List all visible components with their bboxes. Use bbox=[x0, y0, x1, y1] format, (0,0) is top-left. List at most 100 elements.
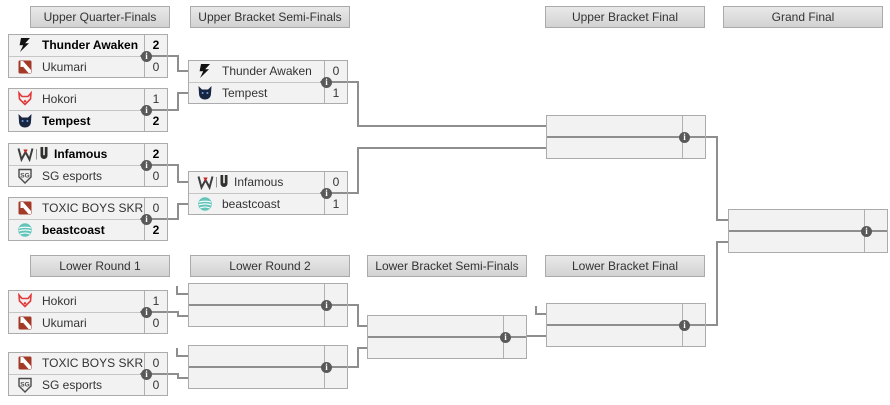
match-info-icon[interactable]: i bbox=[861, 226, 872, 237]
team-row[interactable]: Tempest 1 bbox=[189, 82, 347, 103]
infamous-logo: | bbox=[197, 174, 229, 191]
team-name[interactable]: beastcoast bbox=[222, 196, 281, 211]
team-name[interactable]: beastcoast bbox=[42, 222, 105, 237]
bracket-connector bbox=[168, 55, 179, 57]
match-info-icon[interactable]: i bbox=[321, 188, 332, 199]
team-name[interactable]: TOXIC BOYS SKR bbox=[42, 201, 144, 216]
team-name[interactable]: Thunder Awaken bbox=[222, 64, 312, 79]
team-row[interactable]: TOXIC BOYS SKR 0 bbox=[9, 353, 167, 375]
team-row[interactable]: Tempest 2 bbox=[9, 110, 167, 131]
loser-drop-stub bbox=[176, 355, 188, 357]
team-score: 1 bbox=[324, 82, 347, 103]
team-row bbox=[189, 305, 347, 326]
match-info-icon[interactable]: i bbox=[141, 369, 152, 380]
loser-drop-stub bbox=[535, 313, 546, 315]
team-name[interactable]: Ukumari bbox=[42, 315, 87, 330]
team-row[interactable]: Hokori 1 bbox=[9, 89, 167, 111]
bracket-connector bbox=[716, 136, 718, 221]
match-info-icon[interactable]: i bbox=[141, 51, 152, 62]
bracket-connector bbox=[357, 147, 546, 149]
team-name[interactable]: Thunder Awaken bbox=[42, 38, 139, 53]
round-header-grand-final: Grand Final bbox=[723, 6, 883, 28]
round-header-lower-round2: Lower Round 2 bbox=[190, 255, 350, 277]
team-score bbox=[682, 325, 705, 346]
team-name[interactable]: TOXIC BOYS SKR bbox=[42, 356, 144, 371]
team-score: 1 bbox=[324, 193, 347, 214]
team-row[interactable]: Thunder Awaken 2 bbox=[9, 35, 167, 57]
match-info-icon[interactable]: i bbox=[679, 320, 690, 331]
bracket-connector bbox=[357, 347, 359, 368]
team-name[interactable]: Tempest bbox=[222, 85, 268, 100]
team-score bbox=[324, 346, 347, 367]
match-lower-semifinal: i bbox=[367, 315, 527, 359]
team-score bbox=[864, 231, 887, 252]
match-divider bbox=[547, 324, 705, 326]
match-divider bbox=[140, 55, 167, 57]
bracket-connector bbox=[527, 335, 546, 337]
match-divider bbox=[140, 311, 167, 313]
team-name[interactable]: SG esports bbox=[42, 377, 103, 392]
team-score: 0 bbox=[144, 353, 167, 374]
team-row[interactable]: | Infamous 0 bbox=[189, 172, 347, 194]
match-lr1m2: TOXIC BOYS SKR 0 SG SG esports 0 i bbox=[8, 352, 168, 396]
logo-separator: | bbox=[35, 148, 38, 161]
match-info-icon[interactable]: i bbox=[321, 77, 332, 88]
team-name[interactable]: Infamous bbox=[234, 175, 284, 190]
bracket-connector bbox=[168, 218, 179, 220]
team-row[interactable]: Ukumari 0 bbox=[9, 56, 167, 77]
bracket-connector bbox=[357, 325, 367, 327]
match-info-icon[interactable]: i bbox=[141, 214, 152, 225]
match-info-icon[interactable]: i bbox=[141, 105, 152, 116]
team-row[interactable]: Ukumari 0 bbox=[9, 312, 167, 333]
bracket-connector bbox=[357, 347, 367, 349]
match-uqf4: TOXIC BOYS SKR 0 beastcoast 2 i bbox=[8, 197, 168, 241]
team-name[interactable]: Tempest bbox=[42, 113, 91, 128]
bracket-connector bbox=[716, 241, 728, 243]
match-ubsf1: Thunder Awaken 0 Tempest 1 i bbox=[188, 60, 348, 104]
team-score: 2 bbox=[144, 219, 167, 240]
match-info-icon[interactable]: i bbox=[321, 300, 332, 311]
match-divider bbox=[189, 304, 347, 306]
team-row[interactable]: Hokori 1 bbox=[9, 291, 167, 313]
team-row[interactable]: | Infamous 2 bbox=[9, 144, 167, 166]
team-name[interactable]: Hokori bbox=[42, 294, 77, 309]
team-row[interactable]: beastcoast 2 bbox=[9, 219, 167, 240]
team-score bbox=[324, 284, 347, 305]
svg-text:SG: SG bbox=[20, 172, 29, 179]
logo-separator: | bbox=[215, 176, 218, 189]
team-name[interactable]: Ukumari bbox=[42, 59, 87, 74]
team-row[interactable]: Thunder Awaken 0 bbox=[189, 61, 347, 83]
match-lower-final: i bbox=[546, 303, 706, 347]
team-row[interactable]: SG SG esports 0 bbox=[9, 165, 167, 186]
team-row[interactable]: SG SG esports 0 bbox=[9, 374, 167, 395]
team-row bbox=[189, 367, 347, 388]
team-name[interactable]: SG esports bbox=[42, 168, 103, 183]
team-score: 1 bbox=[144, 89, 167, 110]
dota-default-logo bbox=[17, 355, 33, 371]
bracket-connector bbox=[177, 70, 188, 72]
bracket-connector bbox=[177, 181, 188, 183]
bracket-connector bbox=[168, 164, 179, 166]
bracket-connector bbox=[348, 81, 359, 83]
team-score bbox=[503, 316, 526, 337]
team-score: 0 bbox=[324, 172, 347, 193]
match-info-icon[interactable]: i bbox=[679, 132, 690, 143]
match-info-icon[interactable]: i bbox=[321, 362, 332, 373]
match-divider bbox=[140, 218, 167, 220]
team-name[interactable]: Infamous bbox=[54, 147, 108, 162]
bracket-connector bbox=[348, 304, 359, 306]
match-info-icon[interactable]: i bbox=[500, 332, 511, 343]
match-info-icon[interactable]: i bbox=[141, 307, 152, 318]
team-name[interactable]: Hokori bbox=[42, 92, 77, 107]
match-divider bbox=[140, 164, 167, 166]
team-row[interactable]: TOXIC BOYS SKR 0 bbox=[9, 198, 167, 220]
match-lr2m1: i bbox=[188, 283, 348, 327]
thunder-awaken-logo bbox=[17, 37, 33, 53]
team-row[interactable]: beastcoast 1 bbox=[189, 193, 347, 214]
bracket-connector bbox=[357, 304, 359, 327]
match-info-icon[interactable]: i bbox=[141, 160, 152, 171]
bracket-connector bbox=[177, 164, 179, 183]
match-divider bbox=[140, 109, 167, 111]
match-lr1m1: Hokori 1 Ukumari 0 i bbox=[8, 290, 168, 334]
team-row bbox=[729, 210, 887, 231]
